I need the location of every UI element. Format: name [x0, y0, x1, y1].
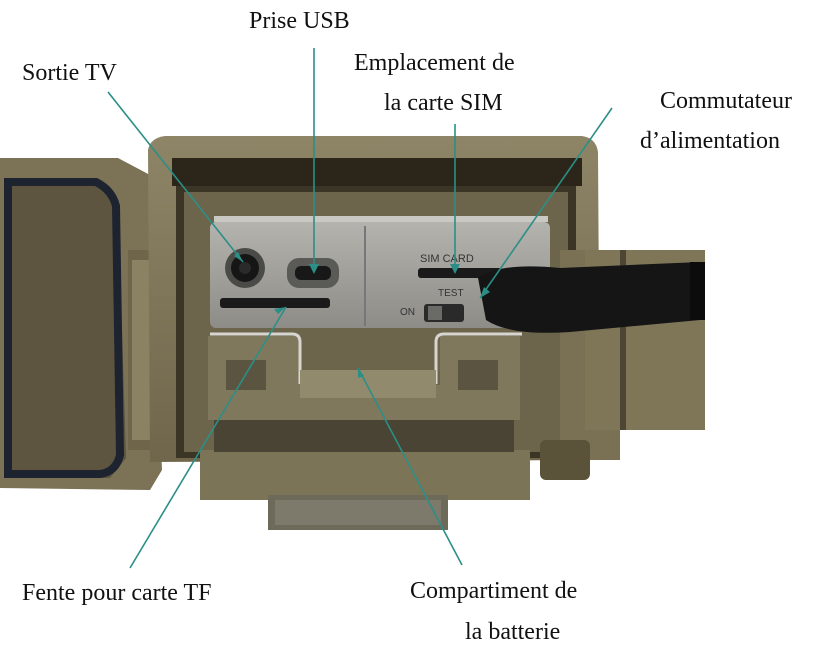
- power-switch: TEST ON: [400, 288, 464, 322]
- switch-on-marking: ON: [400, 307, 415, 318]
- leader-line-power: [479, 107, 613, 299]
- switch-test-marking: TEST: [438, 288, 464, 299]
- tv-out-port: [225, 248, 265, 288]
- label-tf: Fente pour carte TF: [22, 580, 212, 606]
- label-battery-line1: Compartiment de: [410, 578, 578, 604]
- label-power-line1: Commutateur: [660, 88, 792, 114]
- arrow-power: [480, 287, 490, 298]
- battery-latch: [208, 332, 522, 420]
- label-usb: Prise USB: [249, 8, 350, 34]
- sim-card-slot: SIM CARD: [418, 253, 502, 278]
- camera-door: [0, 158, 162, 490]
- leader-line-tf: [129, 306, 287, 569]
- label-power-line2: d’alimentation: [640, 128, 780, 154]
- tf-card-slot: [220, 298, 330, 308]
- arrow-tf: [274, 307, 286, 314]
- label-battery-line2: la batterie: [465, 619, 561, 645]
- usb-port: [287, 258, 339, 288]
- battery-compartment: [214, 420, 514, 452]
- velcro-strap: [478, 262, 705, 333]
- arrow-usb: [309, 264, 319, 274]
- leader-line-battery: [357, 367, 463, 566]
- leader-lines: [107, 48, 613, 569]
- label-sim-line1: Emplacement de: [354, 50, 515, 76]
- arrow-battery: [358, 368, 364, 378]
- label-sim-line2: la carte SIM: [384, 90, 503, 116]
- sim-card-marking: SIM CARD: [420, 253, 474, 265]
- leader-line-tv: [107, 91, 244, 263]
- arrow-tv: [234, 252, 243, 262]
- arrow-sim: [450, 264, 460, 274]
- label-tv: Sortie TV: [22, 60, 117, 86]
